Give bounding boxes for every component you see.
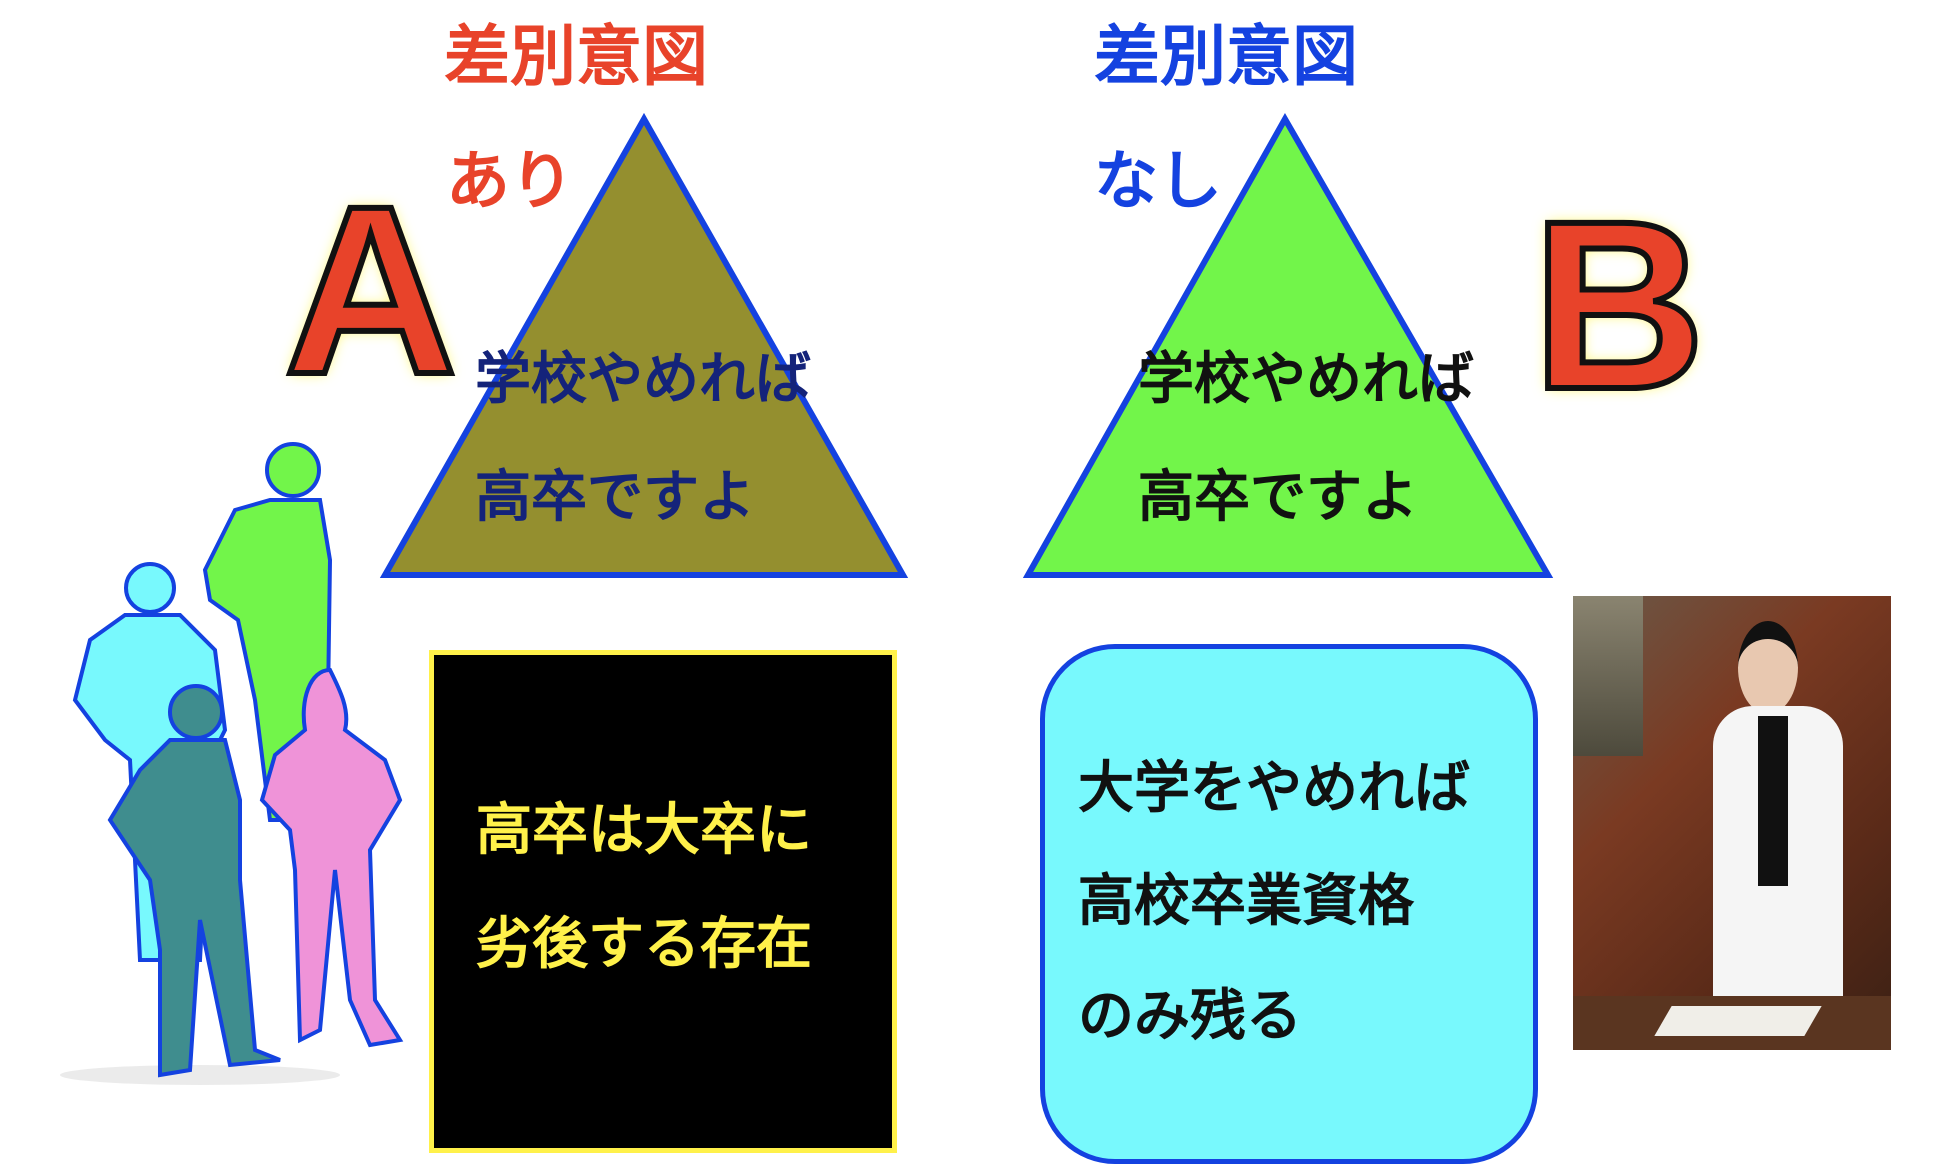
left-qualifier: あり [446, 145, 574, 219]
box-b-line2: 高校卒業資格 [1078, 869, 1414, 934]
box-b-line1: 大学をやめれば [1078, 756, 1470, 821]
triangle-a-line2: 高卒ですよ [475, 465, 755, 530]
statement-box-a: 高卒は大卒に 劣後する存在 [429, 650, 897, 1153]
triangle-a-line1: 学校やめれば [475, 347, 811, 412]
right-heading: 差別意図 [1094, 18, 1358, 95]
left-heading: 差別意図 [444, 18, 708, 95]
right-qualifier: なし [1094, 145, 1222, 219]
box-a-line1: 高卒は大卒に [476, 798, 812, 863]
triangle-b [1022, 112, 1554, 578]
triangle-a [379, 112, 909, 578]
box-a-line2: 劣後する存在 [476, 912, 812, 977]
letter-b: B [1529, 171, 1708, 439]
box-b-line3: のみ残る [1078, 984, 1302, 1049]
people-silhouettes [60, 442, 404, 1085]
person-teal [107, 684, 281, 1078]
triangle-b-line2: 高卒ですよ [1138, 465, 1418, 530]
triangle-b-line1: 学校やめれば [1138, 347, 1474, 412]
speaker-photo [1573, 596, 1891, 1050]
statement-box-b: 大学をやめれば 高校卒業資格 のみ残る [1040, 644, 1538, 1164]
letter-a: A [281, 156, 460, 424]
person-pink [259, 667, 404, 1048]
